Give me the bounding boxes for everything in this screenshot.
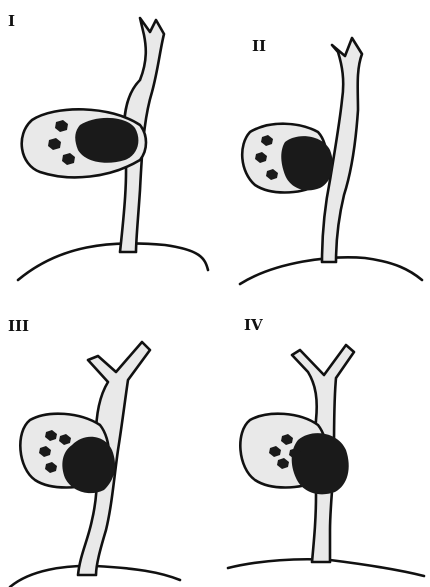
duodenum-outline [18, 243, 208, 280]
panel-label: II [252, 37, 266, 55]
panel-3: III [8, 317, 180, 587]
panel-label: IV [244, 316, 263, 334]
panel-label: III [8, 317, 29, 335]
panel-2: II [240, 37, 422, 284]
panel-1: I [8, 12, 208, 280]
panel-label: I [8, 12, 15, 30]
panel-4: IV [228, 316, 424, 576]
impacted-stone [75, 118, 138, 163]
